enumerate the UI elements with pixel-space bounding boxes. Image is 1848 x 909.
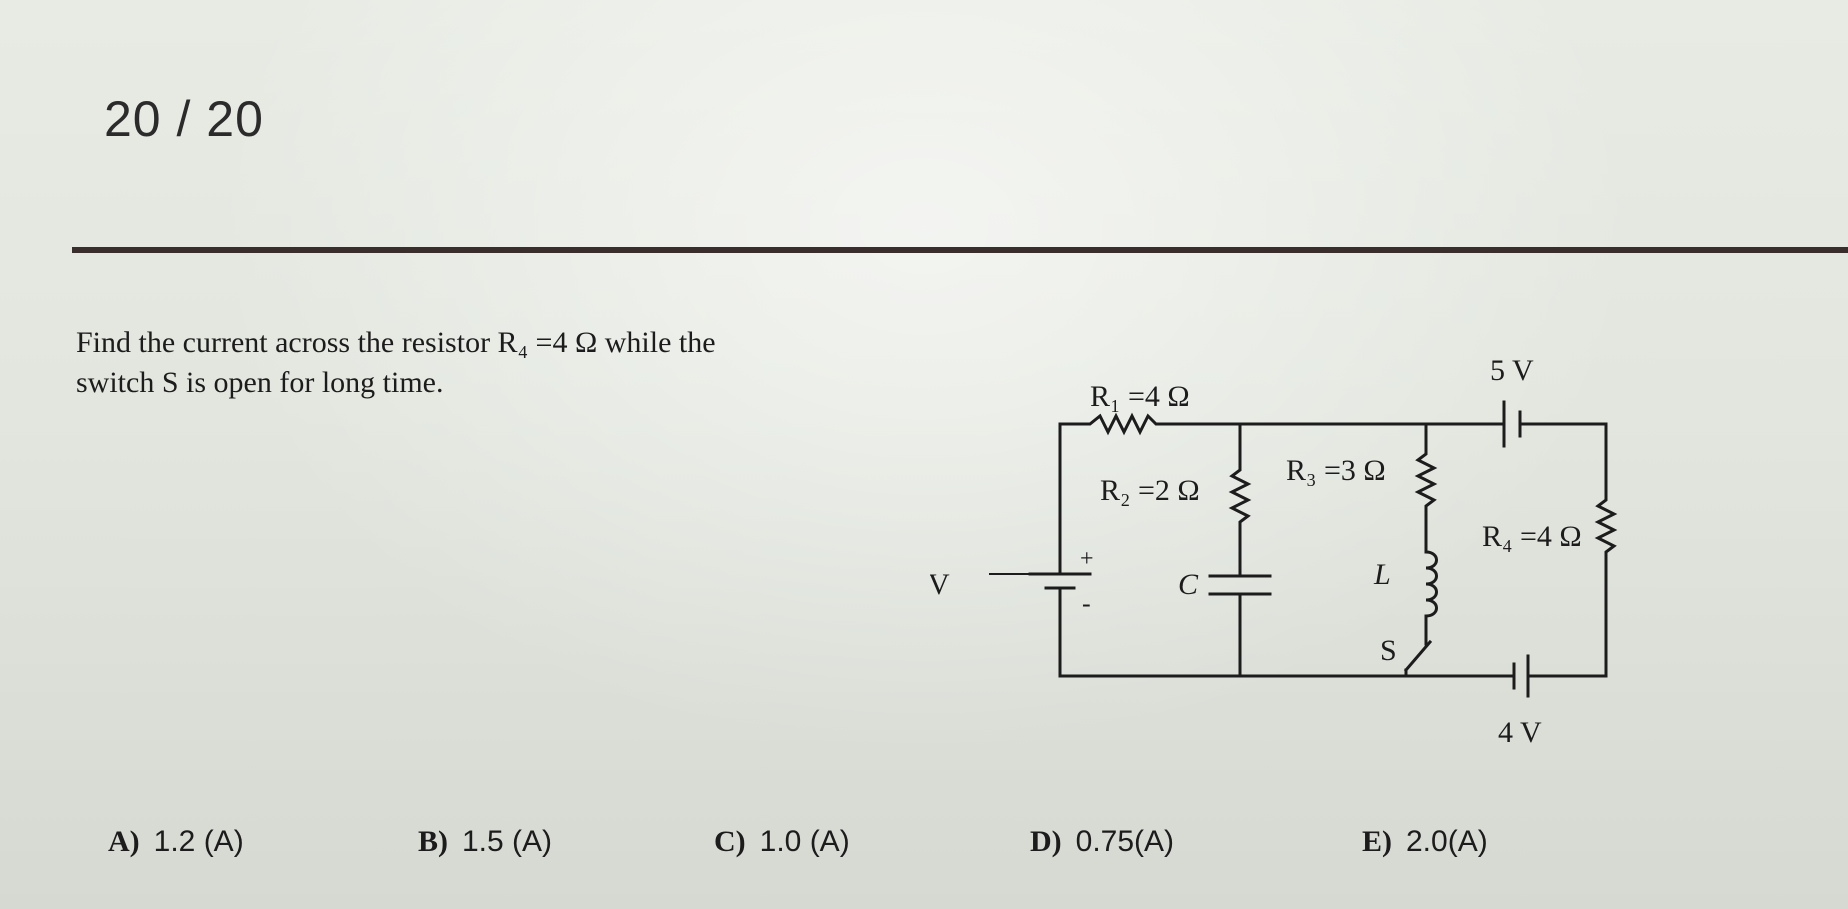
label-4v: 4 V [1498, 716, 1542, 749]
resistor-r3 [1414, 422, 1438, 554]
question-text: Find the current across the resistor R₄ … [76, 323, 836, 403]
answer-letter: E) [1362, 825, 1392, 858]
label-inductor: L [1373, 558, 1391, 591]
answer-option-a[interactable]: A) 1.2 (A) [108, 825, 244, 859]
resistor-r2 [1228, 422, 1252, 578]
answer-value: 1.0 (A) [759, 825, 850, 858]
question-counter: 20 / 20 [104, 91, 264, 147]
label-plus: + [1080, 546, 1094, 572]
label-r1: R₁ =4 Ω [1090, 380, 1190, 413]
answer-value: 1.5 (A) [462, 825, 553, 858]
answer-letter: C) [714, 825, 746, 858]
answer-option-b[interactable]: B) 1.5 (A) [418, 825, 552, 859]
answer-letter: B) [418, 825, 448, 858]
resistor-r4 [1542, 422, 1618, 678]
label-r3: R₃ =3 Ω [1286, 454, 1386, 487]
label-switch: S [1380, 634, 1397, 667]
inductor-l [1424, 550, 1438, 618]
switch-s [1403, 639, 1433, 673]
answer-option-c[interactable]: C) 1.0 (A) [714, 825, 850, 859]
question-line-1: Find the current across the resistor R₄ … [76, 326, 716, 359]
label-5v: 5 V [1490, 354, 1534, 387]
answer-letter: D) [1030, 825, 1062, 858]
answer-value: 2.0(A) [1406, 825, 1488, 858]
answer-option-e[interactable]: E) 2.0(A) [1362, 825, 1488, 859]
answer-value: 1.2 (A) [153, 825, 244, 858]
header-divider [72, 247, 1848, 253]
question-line-2: switch S is open for long time. [76, 366, 444, 399]
answer-letter: A) [108, 825, 140, 858]
circuit-diagram: R₁ =4 Ω R₂ =2 Ω R₃ =3 Ω R₄ =4 Ω 5 V 4 V … [930, 354, 1618, 749]
answer-value: 0.75(A) [1075, 825, 1175, 858]
label-minus: - [1082, 589, 1091, 618]
answer-option-d[interactable]: D) 0.75(A) [1030, 825, 1174, 859]
label-r2: R₂ =2 Ω [1100, 474, 1200, 507]
label-r4: R₄ =4 Ω [1482, 520, 1582, 553]
label-3v: 3 V [930, 568, 950, 601]
label-capacitor: C [1178, 568, 1199, 601]
answer-options: A)1.2 (A) B)1.5 (A) C)1.0 (A) D)0.75(A) … [0, 825, 1848, 875]
top-wire [1058, 412, 1506, 436]
